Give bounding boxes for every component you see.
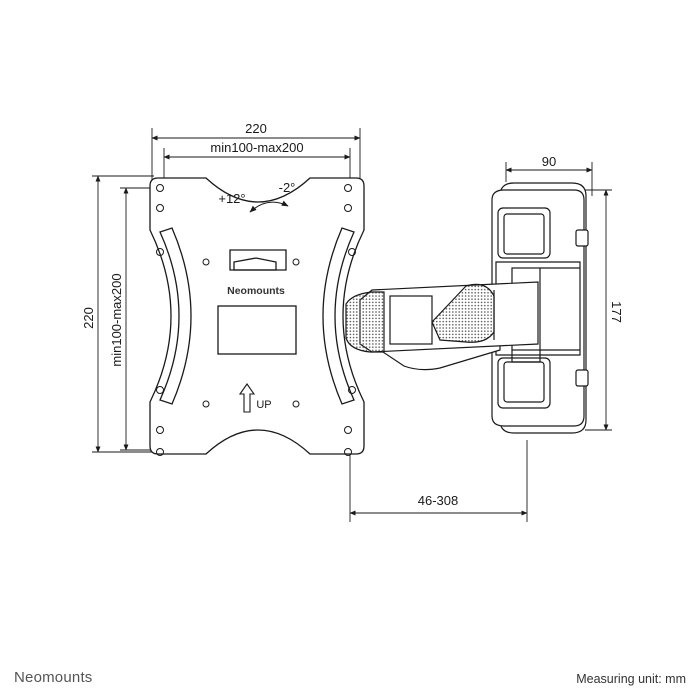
tilt-arc-icon <box>249 200 289 213</box>
up-label: UP <box>256 399 271 411</box>
swing-arm <box>345 281 539 371</box>
tilt-up-label: +12° <box>218 191 245 206</box>
plate-brand-label: Neomounts <box>227 285 285 297</box>
footer-brand: Neomounts <box>14 669 93 686</box>
extension-label: 46-308 <box>418 493 458 508</box>
vesa-width-label: min100-max200 <box>210 140 303 155</box>
wall-width-label: 90 <box>542 154 556 169</box>
plate-height-label: 220 <box>81 307 96 329</box>
wall-height-label: 177 <box>609 301 624 323</box>
tilt-down-label: -2° <box>279 180 296 195</box>
footer-unit: Measuring unit: mm <box>576 672 686 686</box>
tv-plate <box>149 177 365 456</box>
vesa-height-label: min100-max200 <box>109 273 124 366</box>
plate-width-label: 220 <box>245 121 267 136</box>
up-arrow-icon <box>238 383 256 413</box>
